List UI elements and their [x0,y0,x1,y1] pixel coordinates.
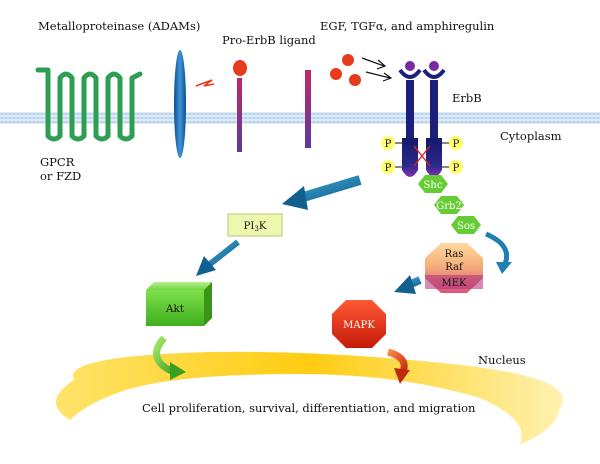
transmembrane-protein [305,70,311,148]
erbb-receptor-monomer [430,80,438,140]
erbb-receptor-cap [398,68,422,79]
erbb-ligand-bound [405,61,415,71]
fzd-label: or FZD [40,169,82,183]
erbb-ligand-bound [429,61,439,71]
pro-erbb-ligand-stalk [237,78,242,152]
erbb-to-pi3k-arrowhead [282,186,308,210]
ligand-dot [330,68,342,80]
mapk-node: MAPK [332,300,386,348]
phospho-label: P [385,163,392,174]
ligand-binding-arrow [361,57,387,70]
shc-label: Shc [424,180,443,191]
phospho-label: P [453,163,460,174]
nucleus-envelope [55,351,564,444]
trans-phosphorylation-cross [413,145,431,167]
phosphate-groups: P P P P [381,136,463,174]
cellular-outcome-label: Cell proliferation, survival, differenti… [142,401,476,415]
erbb-kinase-domain [402,138,418,177]
sos-node: Sos [451,216,481,234]
phospho-label: P [453,139,460,150]
sos-to-ras-arrow [484,231,510,268]
akt-label: Akt [165,303,185,315]
metalloproteinase-label: Metalloproteinase (ADAMs) [38,19,201,33]
erbb-receptor-cap [422,68,446,79]
gpcr-receptor [35,67,143,142]
erbb-label: ErbB [452,91,482,105]
erbb-receptor-monomer [406,80,414,140]
pi3k-label: PI3K [244,221,267,233]
akt-to-nucleus-arrowhead [170,362,186,380]
mapk-label: MAPK [343,320,375,331]
mek-to-mapk-arrowhead [394,275,416,294]
pi3k-node: PI3K [227,213,283,237]
erbb-kinase-domain [426,138,442,177]
raf-label: Raf [445,262,464,273]
nucleus-label: Nucleus [478,353,526,367]
mapk-to-nucleus-arrowhead [394,368,410,384]
akt-node: Akt [146,282,212,326]
erbb-to-pi3k-arrow [298,175,362,203]
adam-metalloproteinase [174,50,186,158]
ligand-binding-arrow [365,71,393,82]
ligand-dot [342,54,354,66]
sos-to-ras-arrowhead [496,262,512,274]
egf-ligands-label: EGF, TGFα, and amphiregulin [320,19,495,33]
sos-label: Sos [457,221,475,232]
shc-node: Shc [418,175,448,193]
cytoplasm-label: Cytoplasm [500,129,562,143]
grb2-node: Grb2 [434,196,464,214]
gpcr-label: GPCR [40,155,75,169]
pro-erbb-ligand-head [233,60,247,76]
cleavage-spark [195,79,215,87]
ras-raf-mek-complex: Ras Raf MEK [425,243,483,293]
mek-label: MEK [441,278,467,289]
ras-label: Ras [445,249,464,260]
plasma-membrane [0,112,600,124]
pro-erbb-ligand-label: Pro-ErbB ligand [222,33,316,47]
pi3k-to-akt-arrow [208,239,240,267]
ligand-dot [349,74,361,86]
phospho-label: P [385,139,392,150]
grb2-label: Grb2 [436,201,462,212]
pi3k-to-akt-arrowhead [196,256,216,276]
